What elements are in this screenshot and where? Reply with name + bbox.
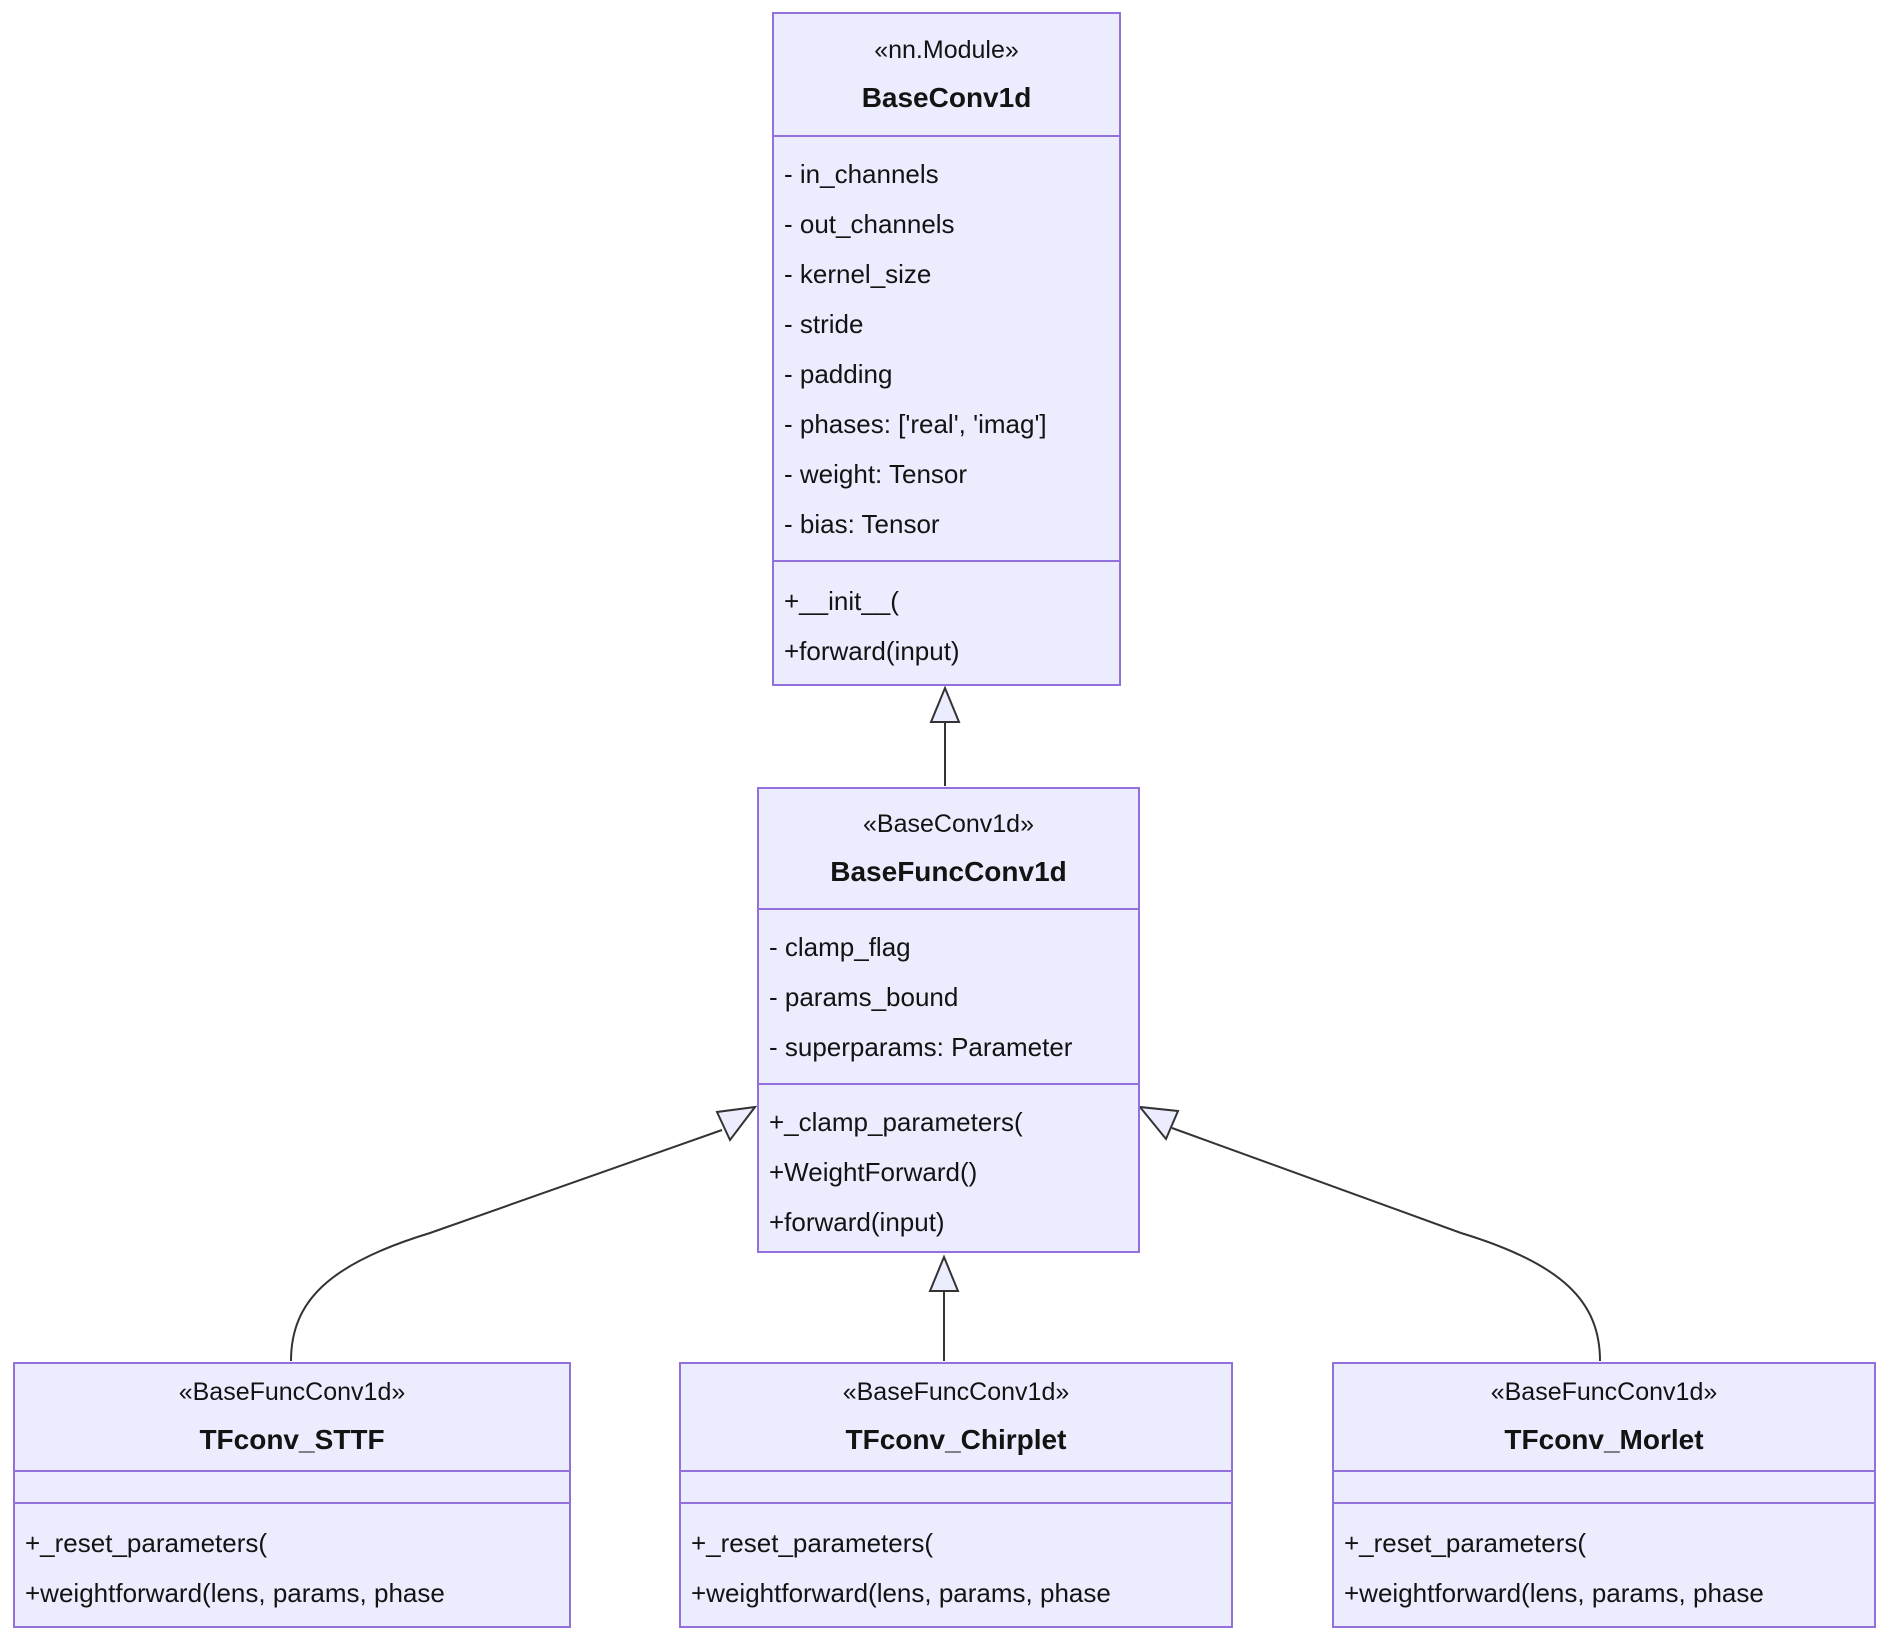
attributes-section: - clamp_flag - params_bound - superparams:…	[759, 910, 1138, 1085]
attribute-row: - params_bound	[769, 982, 959, 1012]
class-header: «BaseConv1d» BaseFuncConv1d	[759, 789, 1138, 910]
class-header: «nn.Module» BaseConv1d	[774, 14, 1119, 137]
class-name: BaseFuncConv1d	[830, 855, 1067, 887]
method-row: +_reset_parameters(	[1344, 1528, 1587, 1558]
class-name: TFconv_Morlet	[1504, 1424, 1704, 1455]
attributes-section	[1334, 1472, 1874, 1504]
class-box-baseconv1d: «nn.Module» BaseConv1d - in_channels - ou…	[772, 12, 1121, 686]
methods-section: +_reset_parameters( +weightforward(lens, …	[15, 1504, 569, 1626]
method-row: +__init__(	[784, 586, 899, 616]
attributes-section: - in_channels - out_channels - kernel_size…	[774, 137, 1119, 562]
attributes-section	[681, 1472, 1231, 1504]
inheritance-arrowhead-baseconv1d	[929, 685, 961, 723]
inheritance-arrowhead-basefuncconv1d-right	[1137, 1105, 1180, 1141]
class-box-basefuncconv1d: «BaseConv1d» BaseFuncConv1d - clamp_flag…	[757, 787, 1140, 1253]
inheritance-arrowhead-basefuncconv1d-left	[715, 1105, 758, 1142]
attribute-row: - superparams: Parameter	[769, 1032, 1073, 1062]
attributes-section	[15, 1472, 569, 1504]
class-name: TFconv_STTF	[199, 1424, 385, 1455]
attribute-row: - bias: Tensor	[784, 509, 940, 539]
method-row: +_reset_parameters(	[25, 1528, 268, 1558]
class-stereotype: «BaseFuncConv1d»	[842, 1378, 1070, 1406]
method-row: +weightforward(lens, params, phase	[691, 1578, 1111, 1608]
method-row: +WeightForward()	[769, 1157, 978, 1187]
methods-section: +_reset_parameters( +weightforward(lens, …	[1334, 1504, 1874, 1626]
method-row: +_clamp_parameters(	[769, 1107, 1023, 1137]
attribute-row: - kernel_size	[784, 259, 932, 289]
class-stereotype: «BaseFuncConv1d»	[1490, 1378, 1718, 1406]
inheritance-edge-tfconv-morlet	[1171, 1127, 1601, 1362]
method-row: +weightforward(lens, params, phase	[25, 1578, 445, 1608]
attribute-row: - stride	[784, 309, 864, 339]
attribute-row: - padding	[784, 359, 893, 389]
class-name: BaseConv1d	[861, 81, 1032, 113]
class-box-tfconv-chirplet: «BaseFuncConv1d» TFconv_Chirplet +_reset…	[679, 1362, 1233, 1628]
class-stereotype: «nn.Module»	[874, 35, 1019, 64]
class-stereotype: «BaseFuncConv1d»	[178, 1378, 406, 1406]
inheritance-arrowhead-basefuncconv1d-bottom	[928, 1254, 960, 1292]
attribute-row: - out_channels	[784, 209, 955, 239]
class-name: TFconv_Chirplet	[845, 1424, 1067, 1455]
method-row: +_reset_parameters(	[691, 1528, 934, 1558]
methods-section: +_clamp_parameters( +WeightForward() +forw…	[759, 1085, 1138, 1251]
method-row: +weightforward(lens, params, phase	[1344, 1578, 1764, 1608]
class-header: «BaseFuncConv1d» TFconv_Chirplet	[681, 1364, 1231, 1472]
attribute-row: - in_channels	[784, 159, 939, 189]
attribute-row: - phases: ['real', 'imag']	[784, 409, 1047, 439]
method-row: +forward(input)	[784, 636, 960, 666]
inheritance-edge-tfconv-sttf	[290, 1129, 723, 1362]
methods-section: +_reset_parameters( +weightforward(lens, …	[681, 1504, 1231, 1626]
attribute-row: - weight: Tensor	[784, 459, 968, 489]
class-header: «BaseFuncConv1d» TFconv_STTF	[15, 1364, 569, 1472]
class-box-tfconv-sttf: «BaseFuncConv1d» TFconv_STTF +_reset_par…	[13, 1362, 571, 1628]
method-row: +forward(input)	[769, 1207, 945, 1237]
attribute-row: - clamp_flag	[769, 932, 911, 962]
class-stereotype: «BaseConv1d»	[863, 809, 1034, 838]
class-header: «BaseFuncConv1d» TFconv_Morlet	[1334, 1364, 1874, 1472]
class-box-tfconv-morlet: «BaseFuncConv1d» TFconv_Morlet +_reset_p…	[1332, 1362, 1876, 1628]
methods-section: +__init__( +forward(input)	[774, 562, 1119, 684]
